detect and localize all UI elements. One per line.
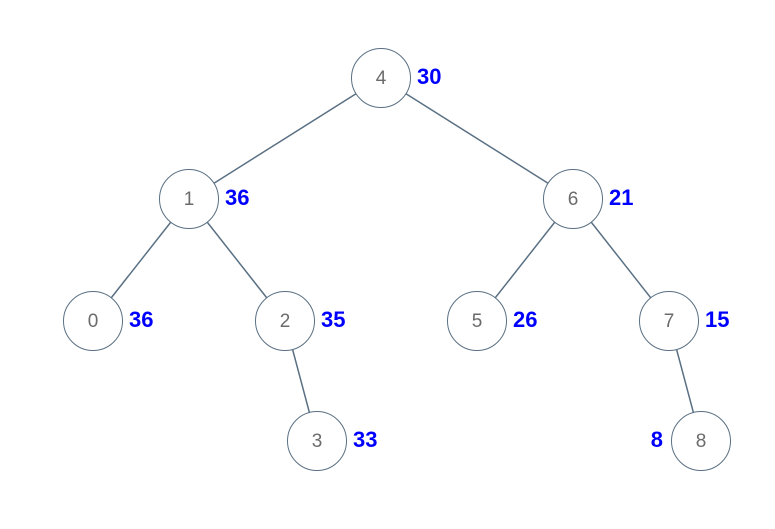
tree-node-4[interactable]: 4 <box>351 48 411 108</box>
tree-node-8[interactable]: 8 <box>671 411 731 471</box>
tree-node-value: 3 <box>311 430 323 452</box>
tree-node-0[interactable]: 0 <box>63 291 123 351</box>
tree-node-1[interactable]: 1 <box>159 169 219 229</box>
tree-node-value: 4 <box>375 67 387 89</box>
tree-node-label-1: 36 <box>225 185 250 210</box>
tree-node-value: 5 <box>471 310 483 332</box>
tree-node-7[interactable]: 7 <box>639 291 699 351</box>
tree-node-value: 0 <box>87 310 99 332</box>
tree-node-5[interactable]: 5 <box>447 291 507 351</box>
tree-node-label-7: 15 <box>705 307 730 332</box>
tree-node-label-2: 35 <box>321 307 346 332</box>
tree-edge <box>380 77 574 200</box>
tree-node-3[interactable]: 3 <box>287 411 347 471</box>
tree-node-label-4: 30 <box>417 64 442 89</box>
tree-node-value: 1 <box>183 188 195 210</box>
tree-node-label-5: 26 <box>513 307 538 332</box>
tree-node-value: 2 <box>279 310 291 332</box>
tree-node-value: 8 <box>695 430 707 452</box>
tree-node-value: 7 <box>663 310 675 332</box>
tree-node-6[interactable]: 6 <box>543 169 603 229</box>
tree-edge <box>188 77 382 200</box>
tree-node-label-3: 33 <box>353 427 378 452</box>
tree-node-value: 6 <box>567 188 579 210</box>
tree-node-label-8: 8 <box>650 427 663 452</box>
tree-node-label-6: 21 <box>609 185 634 210</box>
tree-node-label-0: 36 <box>129 307 154 332</box>
tree-node-2[interactable]: 2 <box>255 291 315 351</box>
